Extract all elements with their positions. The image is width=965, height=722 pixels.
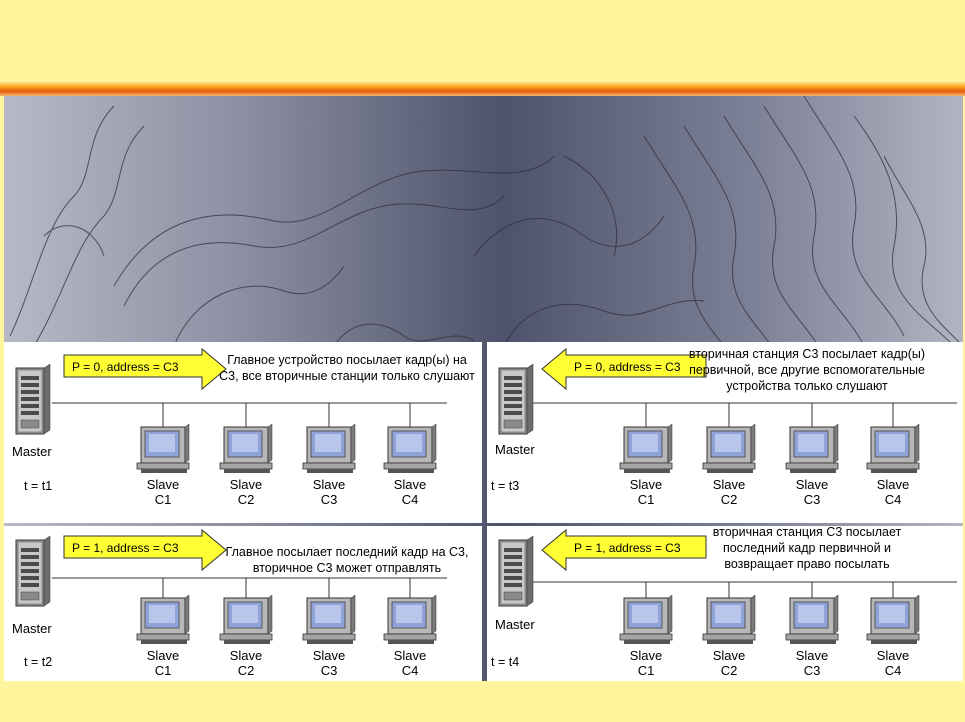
- description-line: С3, все вторичные станции только слушают: [219, 369, 475, 383]
- slave-label: Slave: [147, 648, 180, 663]
- slave-computer-icon: [866, 594, 920, 644]
- slave-id-label: C4: [885, 492, 902, 507]
- arrow-right-icon: P = 0, address = C3: [63, 347, 227, 391]
- description-line: вторичная станция С3 посылает кадр(ы): [689, 347, 925, 361]
- master-label: Master: [12, 444, 52, 459]
- slave-label: Slave: [877, 648, 910, 663]
- arrow-left-icon: P = 0, address = C3: [541, 347, 707, 391]
- slave-computer-icon: [219, 423, 273, 473]
- top-band: [0, 0, 965, 82]
- slave-id-label: C2: [721, 663, 738, 678]
- slave-computer-icon: [383, 423, 437, 473]
- slave-label: Slave: [796, 648, 829, 663]
- master-label: Master: [495, 617, 535, 632]
- description-line: первичной, все другие вспомогательные: [689, 363, 925, 377]
- slave-id-label: C2: [238, 492, 255, 507]
- slave-computer-icon: [702, 594, 756, 644]
- slave-computer-icon: [866, 423, 920, 473]
- master-label: Master: [12, 621, 52, 636]
- panel-diagram: P = 0, address = C3 вторичная станция С3 …: [491, 347, 957, 507]
- slave-id-label: C1: [638, 492, 655, 507]
- master-label: Master: [495, 442, 535, 457]
- arrow-left-icon: P = 1, address = C3: [541, 528, 707, 572]
- slave-label: Slave: [230, 477, 263, 492]
- slave-computer-icon: [219, 594, 273, 644]
- slave-computer-icon: [619, 423, 673, 473]
- master-server-icon: [498, 363, 534, 435]
- panel-t2: P = 1, address = C3 Главное посылает посл…: [4, 526, 482, 681]
- slave-label: Slave: [630, 477, 663, 492]
- arrow-label: P = 0, address = C3: [72, 360, 179, 374]
- slave-id-label: C4: [402, 663, 419, 678]
- slave-id-label: C3: [321, 492, 338, 507]
- header-divider-line: [0, 82, 965, 96]
- slave-id-label: C1: [638, 663, 655, 678]
- master-server-icon: [15, 535, 51, 607]
- panel-t3: P = 0, address = C3 вторичная станция С3 …: [487, 342, 963, 523]
- slave-id-label: C3: [804, 492, 821, 507]
- arrow-label: P = 1, address = C3: [574, 541, 681, 555]
- slave-id-label: C1: [155, 492, 172, 507]
- time-label: t = t4: [491, 655, 519, 669]
- time-label: t = t2: [24, 655, 52, 669]
- description-line: Главное устройство посылает кадр(ы) на: [227, 353, 467, 367]
- arrow-label: P = 0, address = C3: [574, 360, 681, 374]
- slave-computer-icon: [302, 423, 356, 473]
- slave-computer-icon: [785, 594, 839, 644]
- arrow-label: P = 1, address = C3: [72, 541, 179, 555]
- slave-computer-icon: [383, 594, 437, 644]
- contour-lines-decoration: [9, 96, 963, 377]
- description-line: Главное посылает последний кадр на С3,: [226, 545, 469, 559]
- time-label: t = t1: [24, 479, 52, 493]
- master-server-icon: [15, 363, 51, 435]
- slave-label: Slave: [230, 648, 263, 663]
- slave-label: Slave: [313, 477, 346, 492]
- slave-computer-icon: [302, 594, 356, 644]
- slave-computer-icon: [136, 594, 190, 644]
- description-line: устройства только слушают: [726, 379, 888, 393]
- panel-diagram: P = 0, address = C3 Главное устройство по…: [12, 347, 475, 507]
- slave-id-label: C2: [238, 663, 255, 678]
- master-server-icon: [498, 535, 534, 607]
- slave-label: Slave: [394, 648, 427, 663]
- slave-id-label: C2: [721, 492, 738, 507]
- slave-label: Slave: [147, 477, 180, 492]
- description-line: вторичная станция С3 посылает: [713, 526, 902, 539]
- slave-label: Slave: [313, 648, 346, 663]
- description-line: последний кадр первичной и: [723, 541, 891, 555]
- slave-id-label: C4: [402, 492, 419, 507]
- slave-id-label: C1: [155, 663, 172, 678]
- panel-diagram: P = 1, address = C3 Главное посылает посл…: [12, 528, 469, 678]
- panel-t1: P = 0, address = C3 Главное устройство по…: [4, 342, 482, 523]
- panel-t4: P = 1, address = C3 вторичная станция С3 …: [487, 526, 963, 681]
- slave-id-label: C4: [885, 663, 902, 678]
- slave-computer-icon: [785, 423, 839, 473]
- slave-label: Slave: [630, 648, 663, 663]
- description-line: возвращает право посылать: [724, 557, 889, 571]
- slave-computer-icon: [136, 423, 190, 473]
- panel-diagram: P = 1, address = C3 вторичная станция С3 …: [491, 526, 957, 678]
- slave-computer-icon: [619, 594, 673, 644]
- slave-label: Slave: [394, 477, 427, 492]
- slave-id-label: C3: [804, 663, 821, 678]
- slave-id-label: C3: [321, 663, 338, 678]
- time-label: t = t3: [491, 479, 519, 493]
- slave-label: Slave: [713, 477, 746, 492]
- slave-label: Slave: [713, 648, 746, 663]
- slave-computer-icon: [702, 423, 756, 473]
- bottom-band: [0, 681, 965, 722]
- arrow-right-icon: P = 1, address = C3: [63, 528, 227, 572]
- slave-label: Slave: [796, 477, 829, 492]
- description-line: вторичное С3 может отправлять: [253, 561, 441, 575]
- slave-label: Slave: [877, 477, 910, 492]
